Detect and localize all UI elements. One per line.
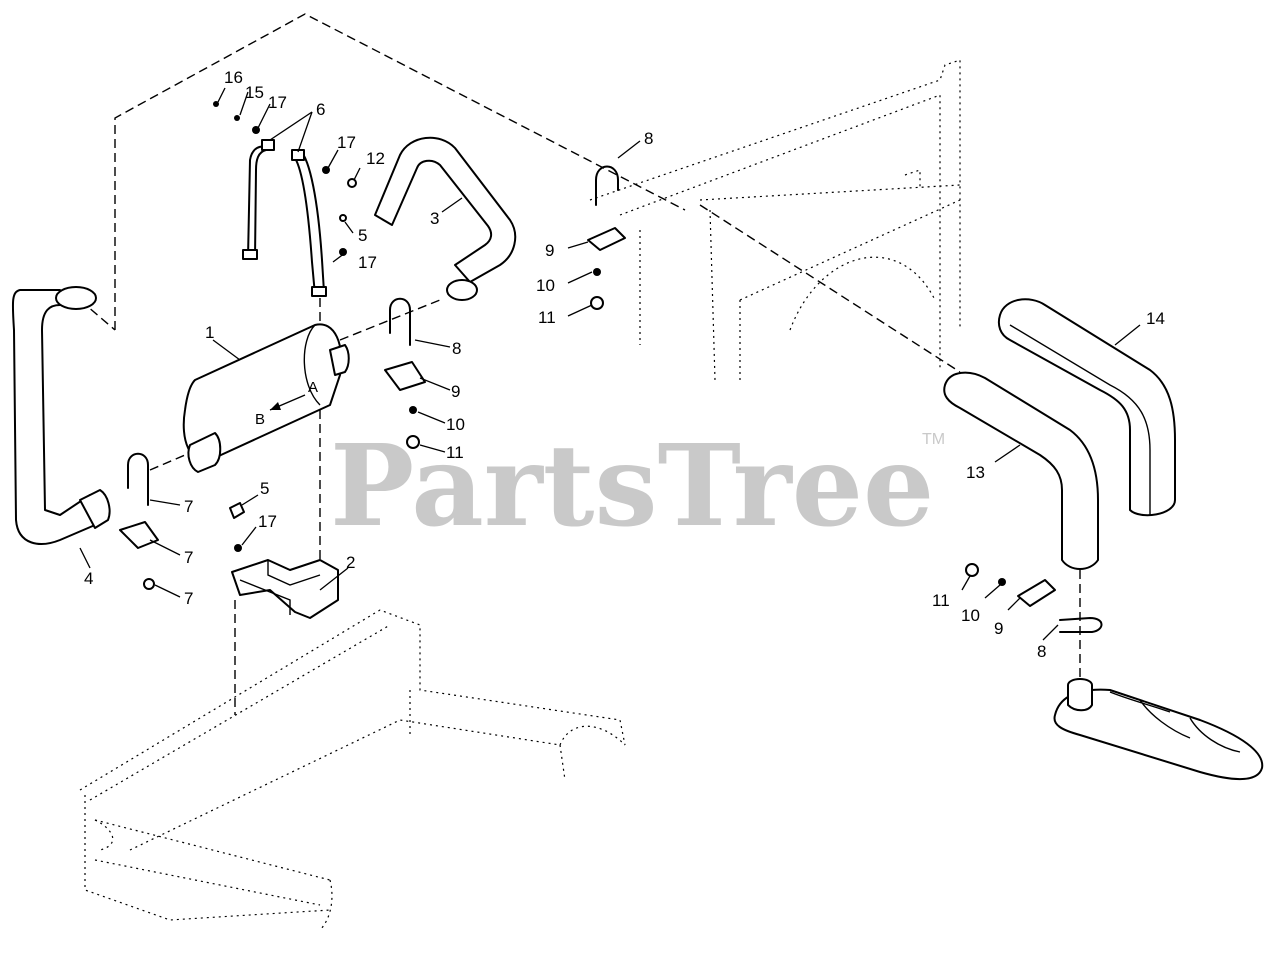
callout-5-bracket: 5 (260, 479, 269, 498)
leader-lines (79, 87, 1141, 641)
watermark: PartsTree TM (330, 421, 945, 552)
watermark-text: PartsTree (330, 421, 934, 552)
part-2-bracket (231, 559, 339, 619)
callout-7-nut: 7 (184, 589, 193, 608)
callout-15: 15 (245, 83, 264, 102)
callout-2: 2 (346, 553, 355, 572)
callout-7-saddle: 7 (184, 548, 193, 567)
callout-9-right: 9 (994, 619, 1003, 638)
callout-11-right: 11 (932, 591, 950, 610)
callout-8-center: 8 (452, 339, 461, 358)
callout-14: 14 (1146, 309, 1165, 328)
part-14-pipe (997, 298, 1176, 517)
callout-11-upper: 11 (538, 308, 556, 327)
callout-17-top: 17 (268, 93, 287, 112)
callout-10-center: 10 (446, 415, 465, 434)
generator-housing (589, 59, 961, 381)
flow-label-a: A (308, 379, 318, 396)
callout-11-center: 11 (446, 443, 464, 462)
hardware (119, 101, 1103, 633)
exhaust-manifold (1053, 678, 1264, 781)
assembly-lines (79, 13, 1081, 715)
part-13-pipe (943, 371, 1099, 570)
part-4-tailpipe (11, 286, 111, 545)
callout-6: 6 (316, 100, 325, 119)
callout-8-upper: 8 (644, 129, 653, 148)
callout-4: 4 (84, 569, 93, 588)
callout-9-center: 9 (451, 382, 460, 401)
flow-arrow: B A (255, 379, 318, 428)
callout-5-hanger: 5 (358, 226, 367, 245)
flow-label-b: B (255, 411, 265, 428)
callout-17-strap: 17 (337, 133, 356, 152)
callout-3: 3 (430, 209, 439, 228)
callout-1: 1 (205, 323, 214, 342)
callout-7-ubolt: 7 (184, 497, 193, 516)
callout-13: 13 (966, 463, 985, 482)
callout-8-right: 8 (1037, 642, 1046, 661)
part-3-pipe (374, 136, 517, 301)
callout-10-upper: 10 (536, 276, 555, 295)
callouts: 1 2 3 4 5 5 6 7 7 7 8 8 8 9 9 9 10 10 10… (84, 68, 1165, 661)
callout-9-upper: 9 (545, 241, 554, 260)
callout-10-right: 10 (961, 606, 980, 625)
callout-17-bracket: 17 (258, 512, 277, 531)
part-1-muffler (182, 323, 350, 473)
callout-17-hanger: 17 (358, 253, 377, 272)
part-6-hangers (242, 139, 327, 297)
watermark-trademark: TM (922, 431, 945, 448)
frame-rails (79, 609, 626, 931)
callout-12: 12 (366, 149, 385, 168)
callout-16: 16 (224, 68, 243, 87)
